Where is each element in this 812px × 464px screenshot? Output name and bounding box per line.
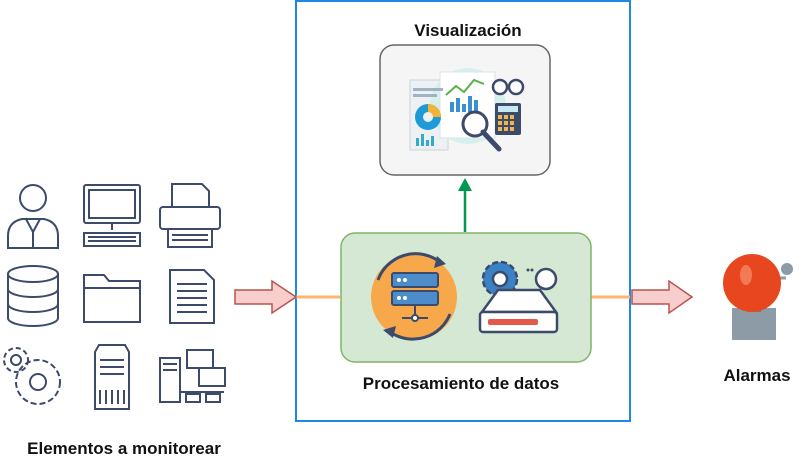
alarm-bell-icon [723,254,793,340]
printer-icon [159,183,221,248]
alarms-label: Alarmas [723,366,791,385]
input-arrow [234,279,298,315]
server-cycle-icon [371,252,457,341]
server-tower-icon [94,344,130,410]
processing-label: Procesamiento de datos [362,374,560,393]
monitor-icon [83,184,141,247]
network-workstation-icon [159,349,226,403]
user-icon [7,184,59,249]
document-icon [169,269,215,324]
database-icon [7,265,59,327]
visualization-label: Visualización [414,21,522,40]
up-arrow-head [458,178,472,191]
gears-icon [3,347,61,405]
server-settings-icon [478,260,559,334]
analytics-dashboard-icon [409,68,525,152]
monitored-elements-label: Elementos a monitorear [27,439,221,458]
output-arrow [631,279,694,315]
folder-icon [83,274,141,323]
